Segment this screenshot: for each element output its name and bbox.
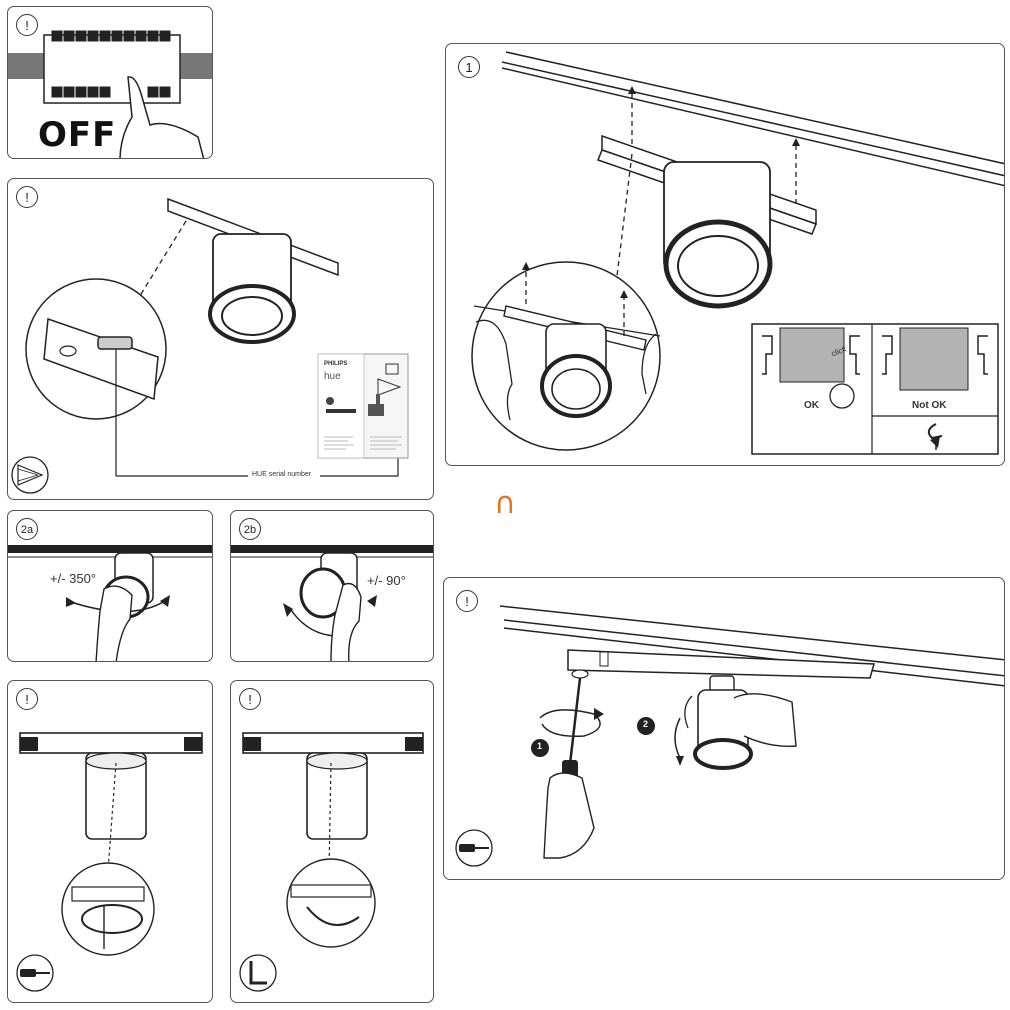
step-badge: 2a — [16, 518, 38, 540]
breaker-illustration — [8, 30, 212, 158]
panel-set-screw: ! — [7, 680, 213, 1003]
panel-hex-key: ! — [230, 680, 434, 1003]
step-two-marker: 2 — [643, 719, 649, 729]
serial-number-label: HUE serial number — [252, 471, 312, 478]
serial-illustration — [11, 197, 409, 494]
ok-label: OK — [804, 400, 819, 411]
not-ok-label: Not OK — [912, 400, 947, 411]
panel-power-off: ! OFF — [7, 6, 213, 159]
warning-badge: ! — [16, 14, 38, 36]
warning-badge: ! — [16, 688, 38, 710]
off-label: OFF — [38, 115, 117, 155]
remove-lamp-illustration — [455, 605, 1004, 867]
panel-remove-lamp: ! 1 2 — [443, 577, 1005, 880]
rotation-angle-label: +/- 90° — [367, 573, 406, 588]
warning-badge: ! — [16, 186, 38, 208]
warning-badge: ! — [239, 688, 261, 710]
set-screw-illustration — [16, 732, 203, 992]
panel-rotate-350: 2a +/- 350° — [7, 510, 213, 662]
rotate-90-illustration — [231, 545, 433, 661]
hex-key-icon — [240, 955, 276, 991]
warning-badge: ! — [456, 590, 478, 612]
panel-rotate-90: 2b +/- 90° — [230, 510, 434, 662]
screwdriver-icon — [17, 955, 53, 991]
leaflet-brand: PHILIPS — [324, 361, 348, 367]
hex-key-illustration — [239, 732, 424, 992]
step-badge: 2b — [239, 518, 261, 540]
step-one-marker: 1 — [537, 741, 543, 751]
panel-serial-number: ! HUE serial number PHILIPS hue — [7, 178, 434, 500]
mount-track-illustration — [471, 51, 1004, 455]
screwdriver-icon — [456, 830, 492, 866]
step-badge: 1 — [458, 56, 480, 78]
rotation-angle-label: +/- 350° — [50, 571, 97, 586]
section-divider-symbol: ∩ — [494, 486, 516, 521]
rotate-350-illustration — [8, 545, 212, 661]
leaflet-product: hue — [324, 371, 341, 382]
pencil-icon — [12, 457, 48, 493]
panel-mount-track: 1 OK click Not OK — [445, 43, 1005, 466]
